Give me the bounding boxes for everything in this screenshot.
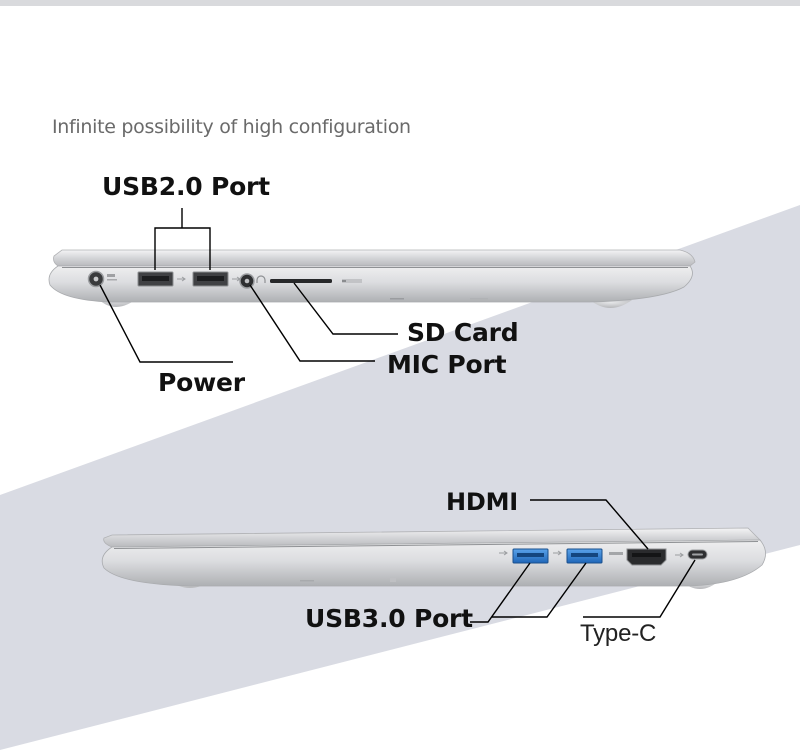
usb3-port-2-icon (553, 548, 603, 564)
laptop1-leader-lines (99, 208, 398, 363)
sd-card-slot-icon (270, 279, 362, 283)
mic-port-label: MIC Port (387, 350, 507, 379)
usb2-port-1-icon (137, 271, 186, 287)
type-c-label: Type-C (580, 620, 657, 647)
usb2-bracket-line (154, 208, 211, 270)
usb3-port-1-icon (499, 548, 549, 564)
laptop2-base (101, 539, 766, 587)
laptop1-lid (53, 249, 696, 267)
usb2-port-2-icon (192, 271, 241, 287)
power-leader-line (99, 284, 233, 363)
sd-leader-line (293, 282, 398, 335)
mic-jack-icon (239, 273, 266, 289)
tagline: Infinite possibility of high configurati… (52, 116, 411, 138)
laptop-left-side (48, 249, 696, 308)
background-band (0, 205, 800, 750)
power-label: Power (158, 368, 245, 397)
usb3-leader-line (470, 562, 587, 623)
usb3-port-label: USB3.0 Port (305, 604, 473, 633)
hdmi-leader-line (530, 499, 649, 550)
laptop-right-side (101, 527, 766, 589)
hdmi-label: HDMI (446, 488, 519, 516)
power-jack-icon (87, 270, 117, 288)
sd-card-label: SD Card (407, 318, 519, 347)
usb2-port-label: USB2.0 Port (102, 172, 270, 201)
top-frame-strip (0, 0, 800, 6)
hdmi-port-icon (609, 548, 667, 566)
type-c-port-icon (675, 549, 708, 560)
laptop2-leader-lines (470, 499, 696, 623)
mic-leader-line (249, 284, 375, 362)
type-c-leader-line (583, 559, 696, 618)
